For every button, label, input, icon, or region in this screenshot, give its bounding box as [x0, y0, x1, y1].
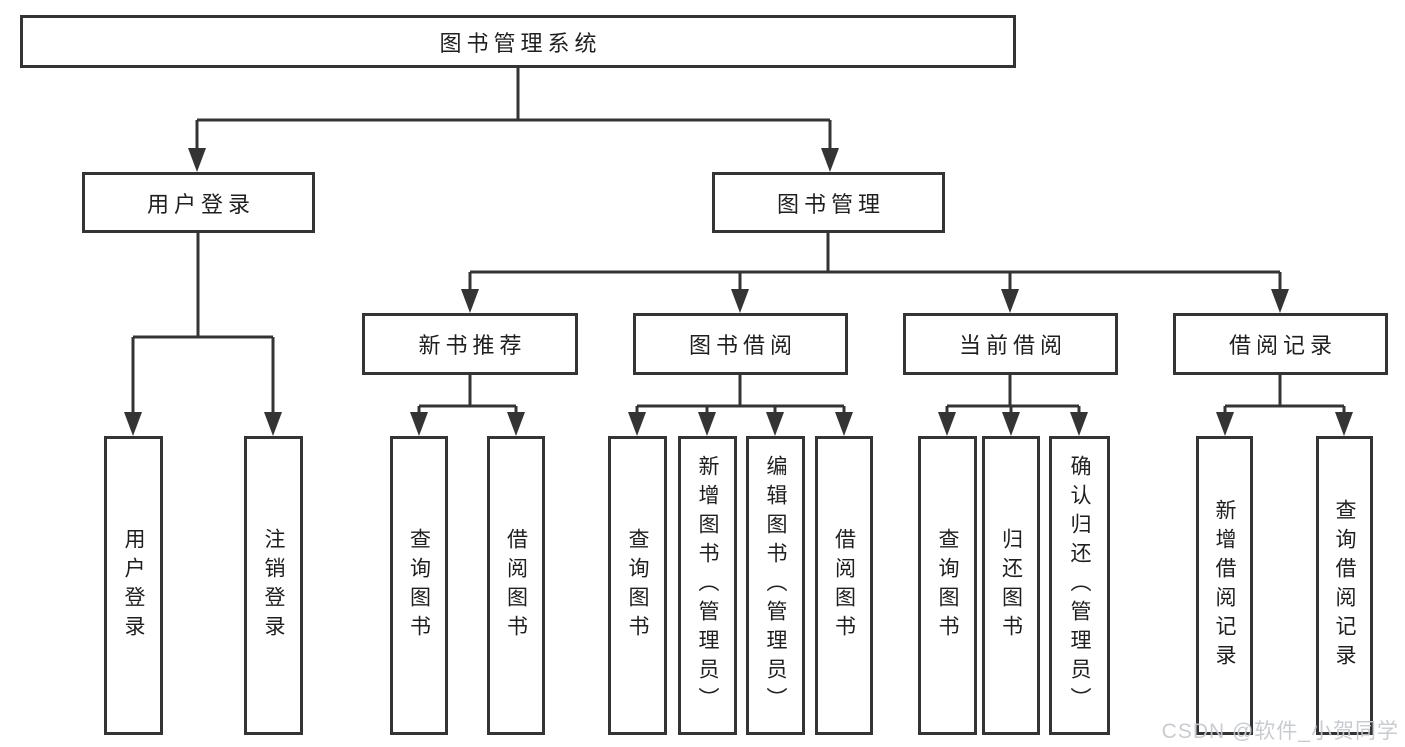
node-label: 新书推荐: [418, 333, 527, 358]
node-label: 新增借阅记录: [1213, 498, 1236, 673]
arrow-down-icon: [731, 289, 749, 313]
arrow-down-icon: [835, 412, 853, 436]
arrow-down-icon: [410, 412, 428, 436]
leaf-query-books: 查询图书: [608, 436, 667, 735]
arrow-down-icon: [821, 148, 839, 172]
node-label: 借阅图书: [832, 527, 856, 644]
node-label: 借阅记录: [1228, 333, 1337, 358]
leaf-borrow-books: 借阅图书: [815, 436, 873, 735]
arrow-down-icon: [1271, 289, 1289, 313]
leaf-return-books: 归还图书: [982, 436, 1040, 735]
arrow-down-icon: [188, 148, 206, 172]
arrow-down-icon: [507, 412, 525, 436]
leaf-query-borrow-record: 查询借阅记录: [1316, 436, 1373, 735]
arrow-down-icon: [766, 412, 784, 436]
node-label: 查询借阅记录: [1333, 498, 1356, 673]
node-label: 借阅图书: [504, 527, 528, 644]
node-book-management: 图书管理: [712, 172, 945, 233]
node-library-management-system: 图书管理系统: [20, 15, 1016, 68]
node-label: 注销登录: [262, 527, 285, 644]
arrow-down-icon: [1070, 412, 1088, 436]
leaf-add-books-admin: 新增图书（管理员）: [678, 436, 737, 735]
leaf-logout: 注销登录: [244, 436, 303, 735]
node-label: 用户登录: [146, 191, 255, 217]
node-label: 确认归还（管理员）: [1068, 455, 1091, 716]
arrow-down-icon: [124, 412, 142, 436]
arrow-down-icon: [1002, 412, 1020, 436]
node-label: 查询图书: [407, 527, 431, 644]
node-current-borrowing: 当前借阅: [903, 313, 1118, 375]
node-borrowing-records: 借阅记录: [1173, 313, 1388, 375]
leaf-edit-books-admin: 编辑图书（管理员）: [746, 436, 805, 735]
node-user-login: 用户登录: [82, 172, 315, 233]
node-label: 图书管理: [776, 191, 885, 217]
arrow-down-icon: [938, 412, 956, 436]
node-label: 新增图书（管理员）: [696, 455, 719, 716]
leaf-query-books: 查询图书: [918, 436, 977, 735]
node-label: 图书借阅: [688, 333, 797, 358]
arrow-down-icon: [628, 412, 646, 436]
leaf-borrow-books: 借阅图书: [487, 436, 545, 735]
node-book-borrowing: 图书借阅: [633, 313, 848, 375]
node-label: 查询图书: [936, 527, 959, 644]
watermark: CSDN @软件_小贺同学: [1161, 720, 1399, 743]
arrow-down-icon: [1335, 412, 1353, 436]
leaf-query-books: 查询图书: [390, 436, 448, 735]
leaf-add-borrow-record: 新增借阅记录: [1196, 436, 1253, 735]
arrow-down-icon: [698, 412, 716, 436]
node-label: 查询图书: [626, 527, 649, 644]
node-new-book-recommendation: 新书推荐: [362, 313, 578, 375]
arrow-down-icon: [1001, 289, 1019, 313]
arrow-down-icon: [461, 289, 479, 313]
arrow-down-icon: [264, 412, 282, 436]
arrow-down-icon: [1216, 412, 1234, 436]
node-label: 编辑图书（管理员）: [764, 455, 787, 716]
leaf-confirm-return-admin: 确认归还（管理员）: [1049, 436, 1110, 735]
node-label: 用户登录: [122, 527, 145, 644]
node-label: 归还图书: [999, 527, 1023, 644]
node-label: 当前借阅: [958, 333, 1067, 358]
leaf-user-login: 用户登录: [104, 436, 163, 735]
node-label: 图书管理系统: [439, 30, 602, 56]
